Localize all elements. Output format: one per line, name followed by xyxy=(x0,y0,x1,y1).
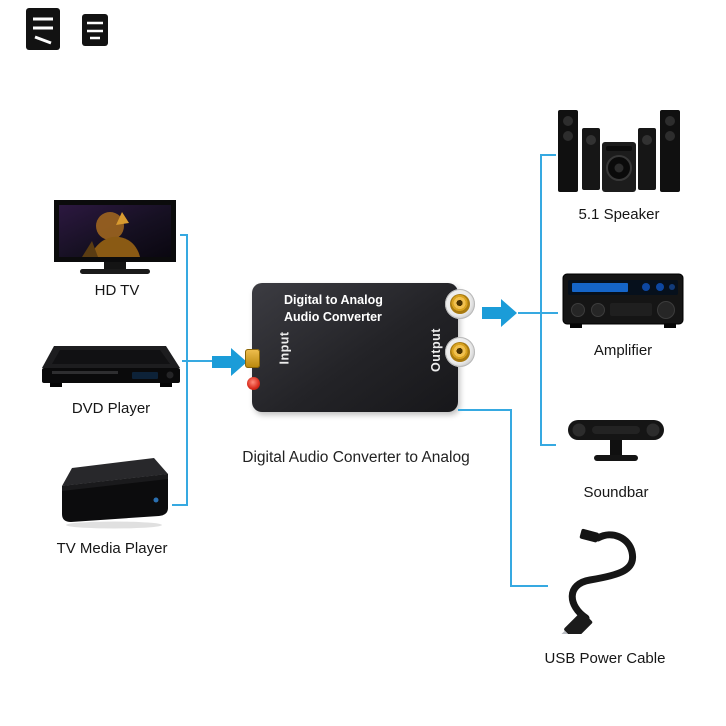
dvd-player-label: DVD Player xyxy=(71,400,151,417)
connector-line-speaker xyxy=(542,154,556,156)
converter-title-line1: Digital to Analog xyxy=(284,293,383,307)
converter-title-line2: Audio Converter xyxy=(284,310,382,324)
rca-jack-top xyxy=(443,289,477,319)
arrow-right-icon xyxy=(482,298,518,333)
connector-line-right-vertical xyxy=(540,154,542,446)
usb-power-cable-label: USB Power Cable xyxy=(544,650,666,667)
speaker-5-1-label: 5.1 Speaker xyxy=(578,206,660,223)
rca-plug xyxy=(450,342,470,362)
tv-media-player-label: TV Media Player xyxy=(56,540,168,557)
converter-title: Digital to Analog Audio Converter xyxy=(284,292,383,326)
connector-line-media-player xyxy=(172,504,188,506)
connector-line-arrow-to-vertical xyxy=(518,312,542,314)
amplifier-image xyxy=(562,268,684,337)
connector-line-dvd-to-arrow xyxy=(182,360,212,362)
amplifier-label: Amplifier xyxy=(593,342,653,359)
coaxial-port xyxy=(247,377,260,390)
connector-line-amplifier xyxy=(542,312,558,314)
converter-input-label: Input xyxy=(277,331,292,365)
connector-line-usb-to-cable xyxy=(512,585,548,587)
converter-output-label: Output xyxy=(428,328,443,372)
dvd-player-image xyxy=(40,342,182,399)
diagram-caption: Digital Audio Converter to Analog xyxy=(242,449,470,466)
rca-plug xyxy=(450,294,470,314)
speaker-5-1-image xyxy=(556,106,682,201)
connector-line-hdtv xyxy=(180,234,188,236)
hdtv-image xyxy=(52,200,182,283)
hdtv-label: HD TV xyxy=(94,282,140,299)
connector-line-left-vertical xyxy=(186,234,188,506)
connector-line-soundbar xyxy=(542,444,556,446)
watermark-logo-icon xyxy=(26,6,110,57)
optical-port xyxy=(245,349,260,368)
tv-media-player-image xyxy=(52,452,172,535)
connector-line-usb-vertical xyxy=(510,409,512,587)
arrow-right-icon xyxy=(212,347,248,382)
soundbar-label: Soundbar xyxy=(583,484,649,501)
usb-power-cable-image xyxy=(548,518,660,652)
connector-line-usb-horizontal xyxy=(458,409,512,411)
soundbar-image xyxy=(566,404,666,475)
rca-jack-bottom xyxy=(443,337,477,367)
converter-device: Digital to Analog Audio Converter Input … xyxy=(245,283,475,412)
